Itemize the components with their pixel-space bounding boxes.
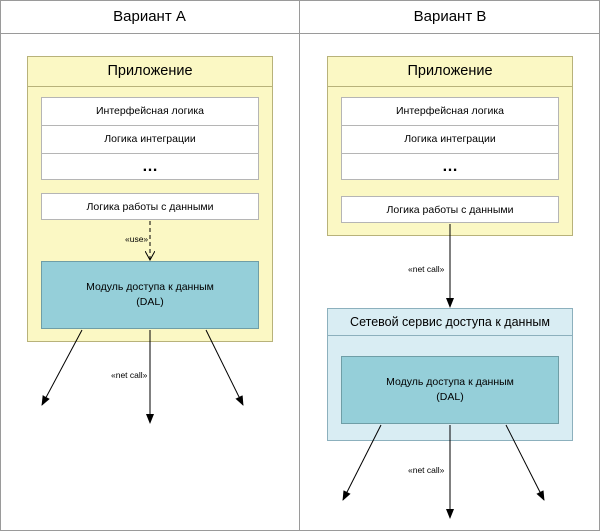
variant-a-ellipsis: …: [142, 158, 158, 175]
variant-b-dal-abbrev: (DAL): [436, 391, 464, 403]
variant-b-net-arrow-left: [342, 424, 382, 501]
column-divider: [299, 0, 300, 531]
variant-a-data-logic: Логика работы с данными: [41, 193, 259, 220]
variant-a-use-label: «use»: [125, 234, 149, 244]
variant-b-data-service-title: Сетевой сервис доступа к данным: [328, 309, 572, 336]
variant-a-dal-title: Модуль доступа к данным: [86, 281, 214, 293]
variant-a-heading: Вариант А: [0, 0, 299, 34]
variant-b-net-call-top-label: «net call»: [408, 264, 445, 274]
variant-a-integration-logic: Логика интеграции: [42, 126, 258, 154]
variant-b-layer-stack: Интерфейсная логика Логика интеграции …: [341, 97, 559, 180]
variant-b-application-title: Приложение: [328, 57, 572, 87]
variant-a-layer-stack: Интерфейсная логика Логика интеграции …: [41, 97, 259, 180]
variant-b-net-arrow-right: [505, 424, 545, 501]
variant-b-dal-title: Модуль доступа к данным: [386, 376, 514, 388]
variant-a-dal-abbrev: (DAL): [136, 296, 164, 308]
variant-b-net-call-bottom-label: «net call»: [408, 465, 445, 475]
variant-b-data-logic: Логика работы с данными: [341, 196, 559, 223]
variant-b-integration-logic: Логика интеграции: [342, 126, 558, 154]
variant-a-interface-logic: Интерфейсная логика: [42, 98, 258, 126]
variant-a-net-call-label: «net call»: [111, 370, 148, 380]
variant-a-net-arrow-right: [205, 329, 244, 406]
variant-a-application-title: Приложение: [28, 57, 272, 87]
variant-a-dal-module: Модуль доступа к данным (DAL): [41, 261, 259, 329]
variant-a-net-arrow-left: [41, 329, 83, 406]
variant-b-interface-logic: Интерфейсная логика: [342, 98, 558, 126]
variant-b-heading: Вариант В: [300, 0, 600, 34]
variant-b-dal-module: Модуль доступа к данным (DAL): [341, 356, 559, 424]
variant-b-ellipsis: …: [442, 158, 458, 175]
